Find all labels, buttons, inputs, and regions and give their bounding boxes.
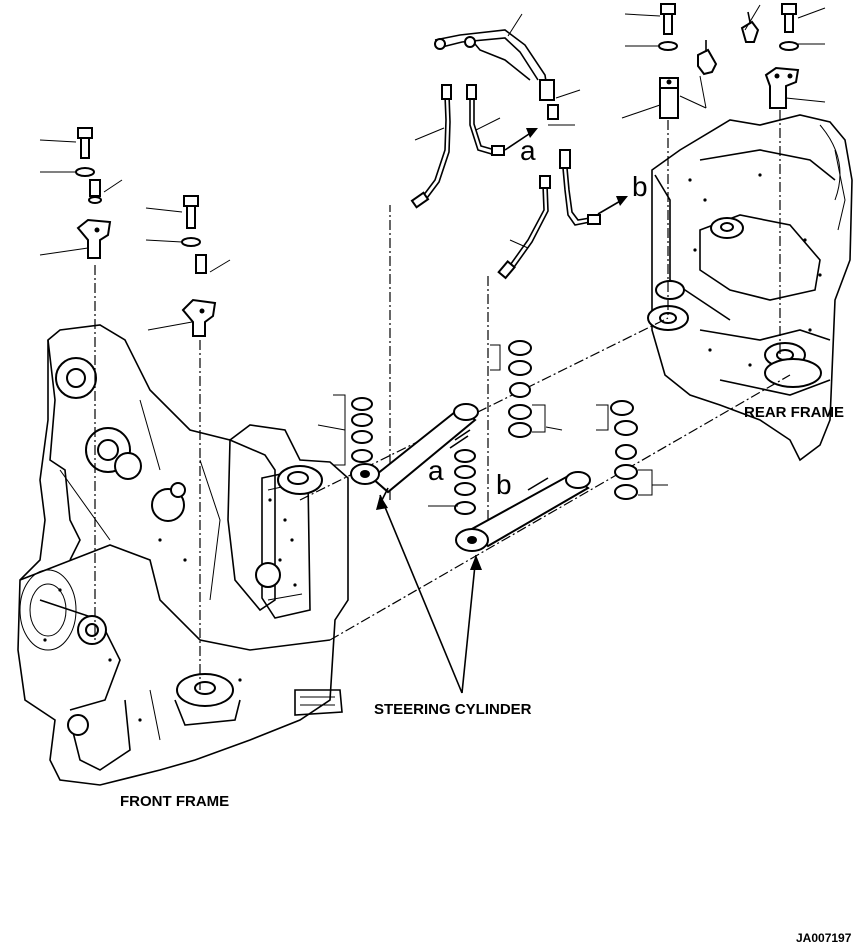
rear-grease-fitting — [697, 40, 718, 76]
drawing-id-label: JA007197 — [796, 931, 852, 945]
port-b-label-lower: b — [496, 469, 512, 500]
port-arrows — [504, 128, 628, 215]
port-a-label-upper: a — [520, 135, 536, 166]
washer-set-left — [333, 394, 373, 466]
steering-cylinder-lower — [455, 471, 591, 552]
rear-pin-stack-2 — [740, 3, 800, 109]
alignment-lines — [94, 110, 791, 690]
port-a-label-lower: a — [428, 455, 444, 486]
rear-frame — [647, 114, 853, 462]
washer-set-a — [454, 449, 476, 515]
front-frame — [17, 324, 349, 786]
port-b-label-upper: b — [632, 171, 648, 202]
steering-cylinder-upper — [350, 403, 479, 501]
rear-pin-stack-1 — [658, 3, 679, 119]
steering-cylinder-label: STEERING CYLINDER — [374, 701, 532, 718]
hydraulic-hoses — [410, 29, 601, 280]
washer-set-upper-mid — [490, 340, 546, 438]
front-pin-stack-2 — [181, 195, 217, 337]
rear-frame-label: REAR FRAME — [744, 404, 844, 421]
leader-lines — [39, 4, 826, 694]
front-pin-stack-1 — [75, 127, 112, 259]
front-frame-label: FRONT FRAME — [120, 793, 229, 810]
washer-set-right — [596, 400, 653, 500]
